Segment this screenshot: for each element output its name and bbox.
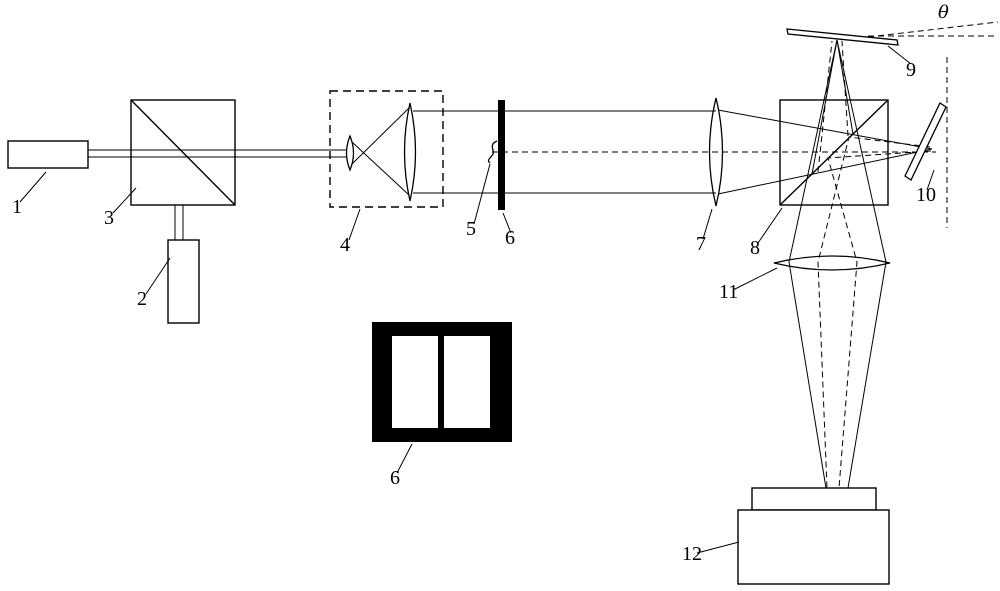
aperture-inset-6 (372, 322, 512, 442)
label-3: 3 (104, 207, 114, 229)
beam-splitter-3 (130, 99, 236, 206)
lens11-shape (773, 255, 891, 271)
expander-ray-2 (351, 107, 410, 165)
beam-expander-4 (329, 90, 444, 208)
label-12-leader (696, 541, 740, 554)
label-9: 9 (906, 59, 916, 81)
label-2-leader (145, 257, 171, 295)
label-6-slit-leader (502, 212, 512, 234)
expander-ray-1 (351, 141, 410, 196)
label-4: 4 (340, 234, 350, 256)
label-12: 12 (682, 543, 702, 565)
expander-small-lens (345, 134, 355, 172)
mirror-10 (904, 102, 947, 181)
return-ray-2 (827, 150, 932, 489)
beam-splitter-8 (779, 99, 889, 206)
bs3-cube (130, 99, 236, 206)
aperture-slit-6 (498, 100, 505, 210)
mirror10-bar (904, 102, 947, 181)
mirror9-bar (786, 28, 899, 46)
dashed-up-ray-2 (817, 40, 833, 173)
expander-large-lens (403, 102, 417, 202)
mirror-9 (786, 28, 899, 46)
label-5-leader (473, 163, 491, 225)
label-10: 10 (916, 184, 936, 206)
label-2: 2 (137, 288, 147, 310)
inset-opening-right (444, 336, 490, 428)
lens7-shape (708, 97, 724, 207)
down-ray-right (836, 39, 887, 263)
label-3-leader (112, 187, 137, 214)
dashed-ray-paths (492, 21, 999, 489)
dashed-up-ray-1 (841, 40, 849, 137)
slit-bar (498, 100, 505, 210)
label-9-leader (887, 45, 912, 65)
focus-ray-right (847, 261, 887, 489)
label-8: 8 (750, 237, 760, 259)
label-6-inset: 6 (390, 467, 400, 489)
down-ray-left (788, 39, 838, 263)
label-4-leader (348, 208, 361, 241)
bs8-cube (779, 99, 889, 206)
component-2 (167, 239, 200, 324)
label-6-slit: 6 (505, 227, 515, 249)
lens-7 (708, 97, 724, 207)
element-5 (487, 140, 498, 164)
theta-line-tilted (867, 21, 999, 38)
component2-body (167, 239, 200, 324)
element5-mark (487, 140, 498, 164)
laser-source-1 (7, 140, 89, 169)
label-10-leader (926, 169, 935, 191)
detector-body (737, 509, 890, 585)
label-leaders (19, 45, 935, 554)
detector-window (751, 487, 877, 511)
bs8-diagonal (779, 99, 889, 206)
detector-12 (737, 487, 890, 585)
label-7: 7 (696, 233, 706, 255)
bs3-diagonal (130, 99, 236, 206)
label-1: 1 (12, 196, 22, 218)
converging-ray-lower (717, 148, 933, 195)
up-ray-1 (836, 39, 854, 135)
expander-dashed-box (329, 90, 444, 208)
laser-body (7, 140, 89, 169)
label-8-leader (757, 207, 783, 244)
labels: 1 2 3 4 5 6 7 8 9 10 11 12 6 θ (12, 2, 949, 565)
label-1-leader (19, 171, 47, 203)
return-ray-1 (817, 136, 931, 489)
label-6-inset-leader (396, 443, 413, 474)
inset-opening-left (392, 336, 438, 428)
label-11-leader (732, 267, 778, 291)
label-theta: θ (938, 2, 949, 23)
label-5: 5 (466, 218, 476, 240)
label-11: 11 (719, 281, 738, 303)
lens-11 (773, 255, 891, 271)
focus-ray-left (788, 261, 827, 489)
label-7-leader (702, 208, 713, 240)
